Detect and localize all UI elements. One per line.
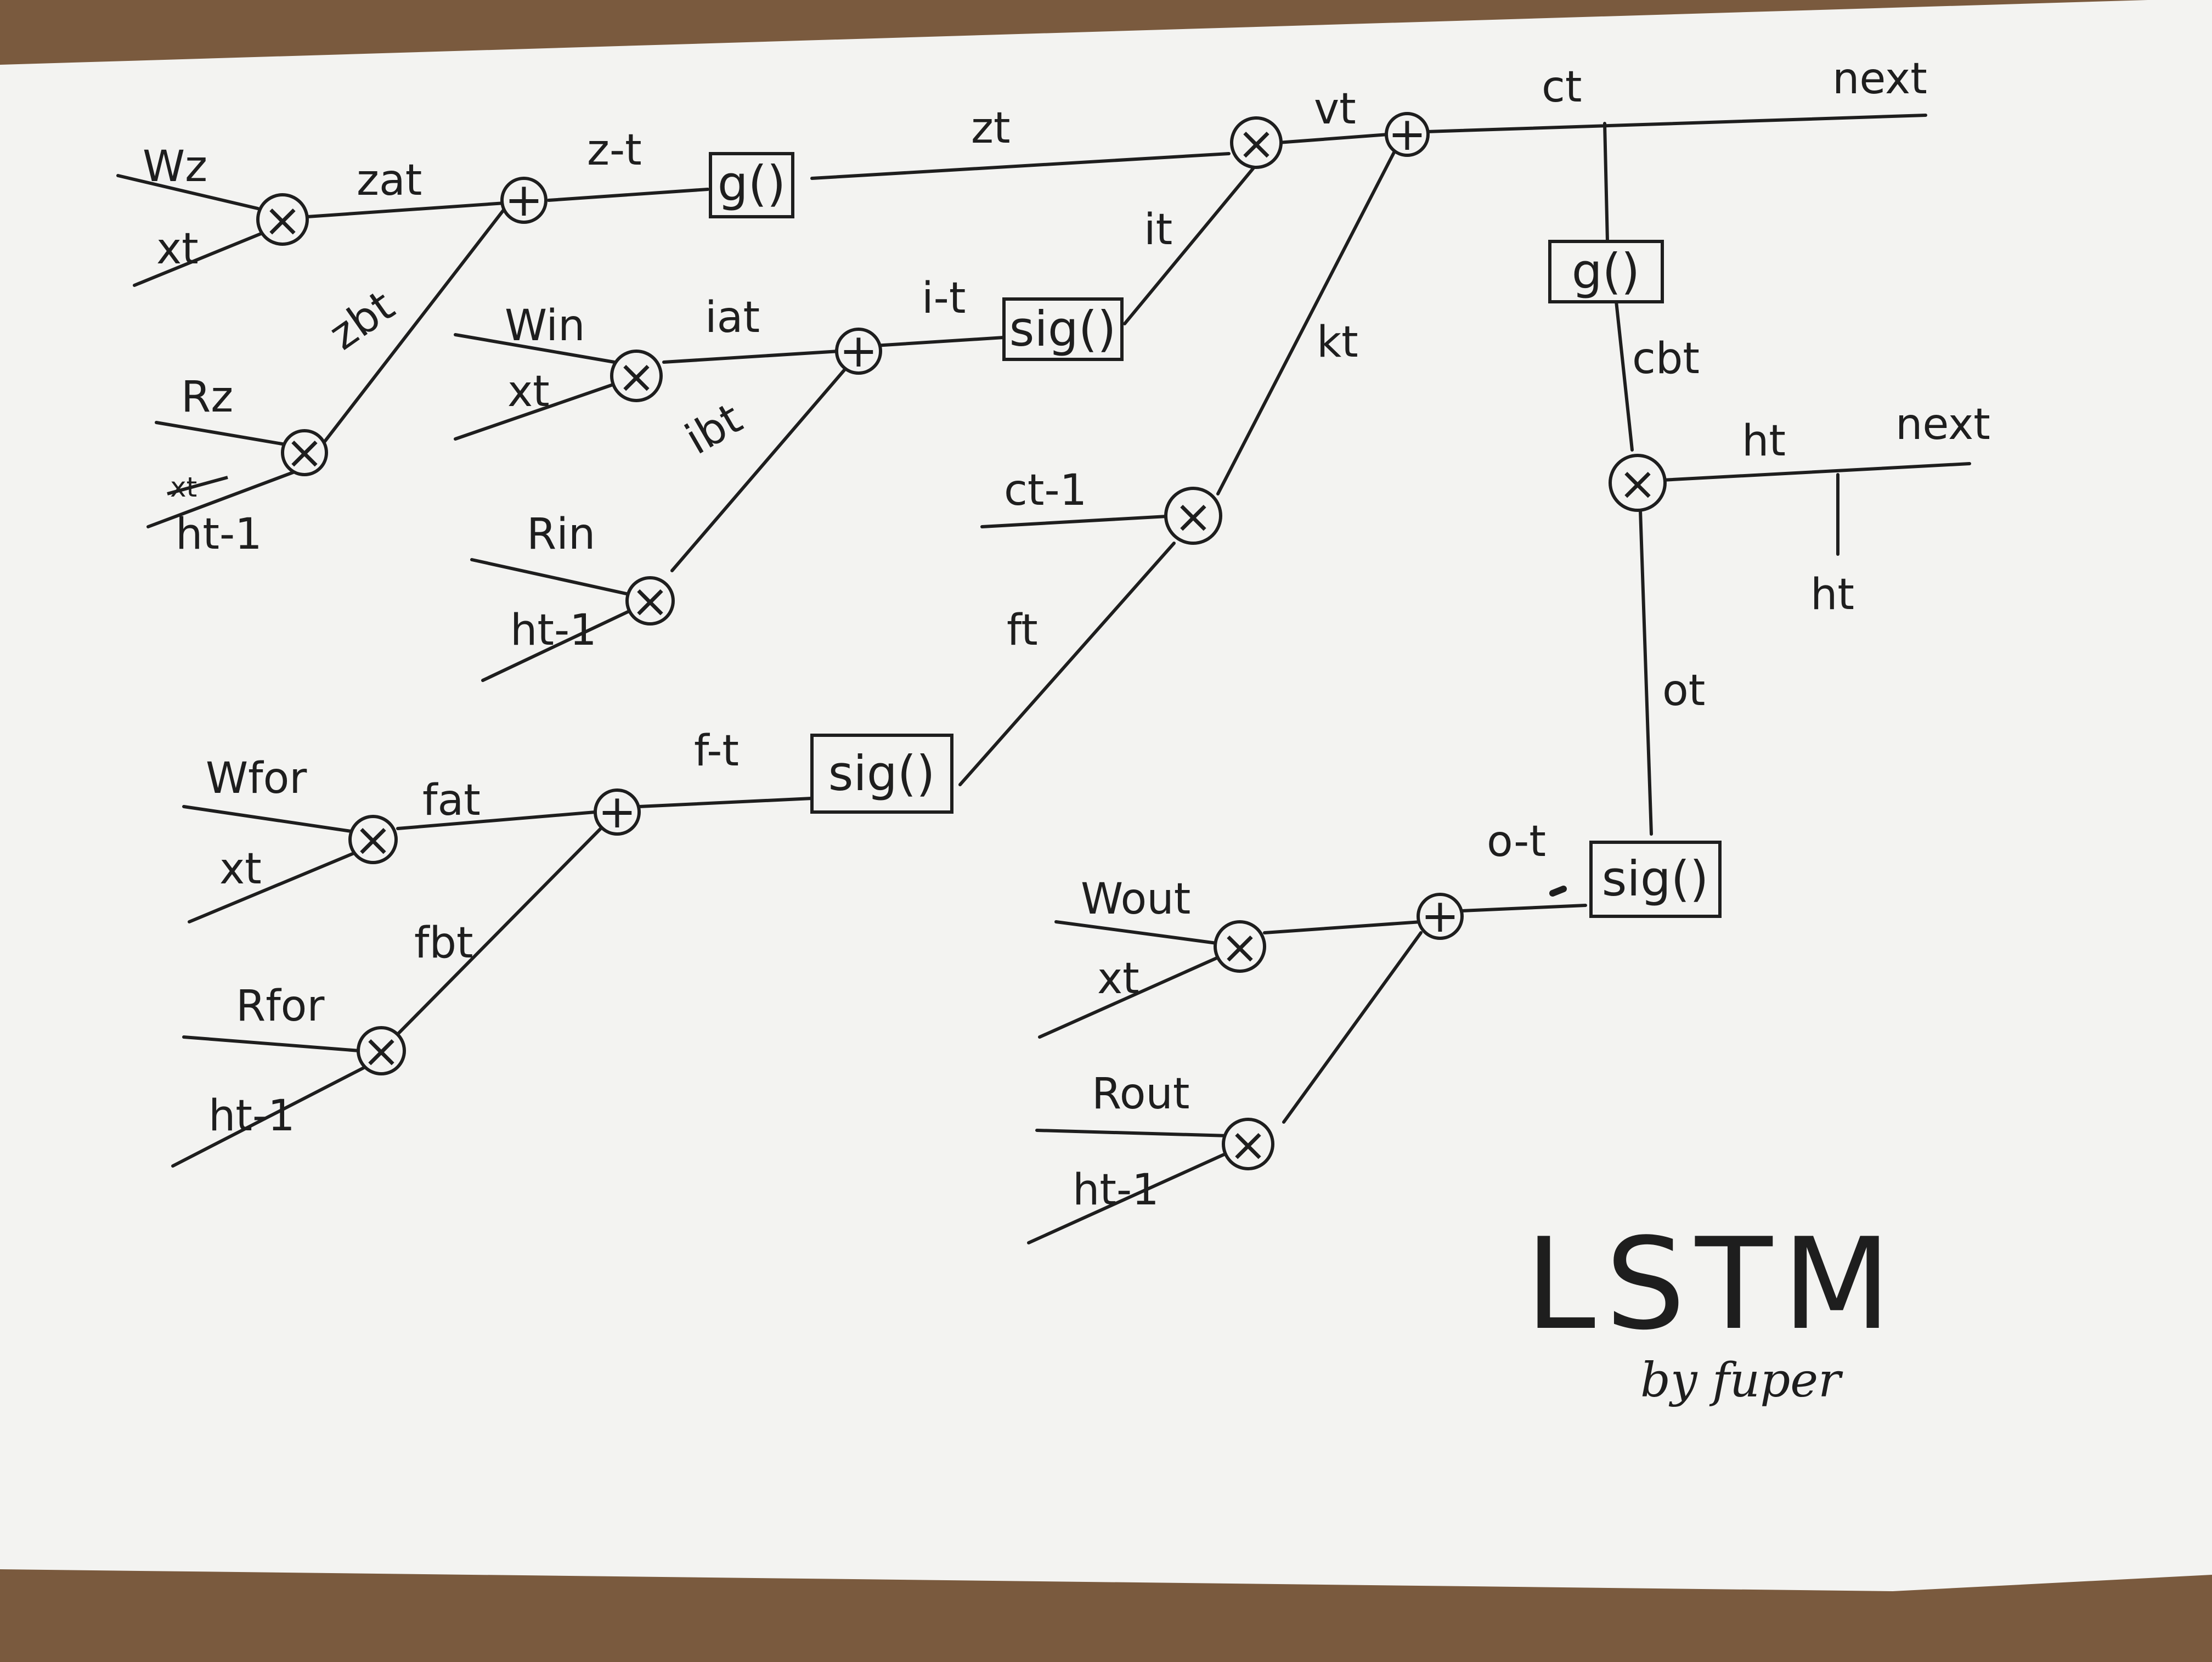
label-i-tilde: i-t — [922, 274, 966, 323]
paper-sheet — [0, 0, 2212, 1591]
label-rin: Rin — [527, 510, 595, 559]
label-fbt: fbt — [414, 919, 473, 968]
label-fat: fat — [422, 776, 481, 825]
label-win: Win — [505, 301, 585, 351]
multiply-node-for-h: × — [357, 1024, 406, 1078]
label-kt: kt — [1317, 318, 1358, 367]
svg-text:g(): g() — [1572, 243, 1640, 300]
svg-text:×: × — [285, 425, 324, 479]
label-o-tilde: o-t — [1487, 817, 1546, 866]
multiply-node-z-x: × — [256, 193, 309, 247]
svg-text:+: + — [505, 173, 543, 227]
svg-text:sig(): sig() — [1602, 850, 1709, 907]
svg-text:sig(): sig() — [828, 745, 935, 802]
label-ot: ot — [1662, 666, 1705, 715]
diagram-title: LSTM — [1525, 1212, 1901, 1358]
add-node-for: + — [594, 785, 641, 838]
activation-box-z: g() — [709, 152, 794, 218]
label-wout: Wout — [1081, 875, 1190, 924]
label-zt: zt — [971, 104, 1011, 153]
label-xt-for: xt — [219, 844, 262, 894]
svg-text:+: + — [598, 785, 636, 838]
svg-text:+: + — [1421, 889, 1459, 943]
label-next-hidden: next — [1895, 400, 1990, 449]
svg-text:+: + — [1388, 107, 1426, 161]
label-ht-out: ht — [1810, 570, 1854, 619]
multiply-node-z-h: × — [281, 425, 328, 479]
label-ft: ft — [1007, 606, 1038, 655]
add-node-in: + — [835, 324, 882, 378]
label-ht-1-in: ht-1 — [510, 606, 597, 655]
svg-text:×: × — [617, 350, 656, 403]
multiply-node-out-x: × — [1214, 920, 1266, 974]
label-z-tilde: z-t — [587, 126, 642, 175]
activation-box-cell: g() — [1548, 240, 1664, 303]
label-xt-in: xt — [507, 367, 550, 416]
svg-text:×: × — [1618, 457, 1657, 510]
label-it: it — [1144, 205, 1172, 255]
label-xt-out: xt — [1097, 954, 1139, 1004]
svg-text:g(): g() — [718, 155, 786, 212]
svg-text:×: × — [1221, 920, 1259, 974]
activation-box-forget: sig() — [810, 734, 953, 814]
multiply-node-in-h: × — [625, 574, 675, 628]
label-wfor: Wfor — [206, 754, 307, 803]
svg-text:×: × — [263, 193, 302, 247]
multiply-node-k: × — [1164, 487, 1222, 545]
label-ct: ct — [1542, 63, 1582, 112]
label-wz: Wz — [143, 142, 207, 191]
label-vt: vt — [1314, 84, 1356, 134]
activation-box-output: sig() — [1589, 841, 1722, 918]
multiply-node-for-x: × — [348, 813, 398, 866]
add-node-out: + — [1417, 889, 1464, 943]
label-ht-1-out: ht-1 — [1073, 1165, 1159, 1215]
wires — [116, 114, 1971, 1244]
label-ht: ht — [1742, 416, 1786, 466]
label-cbt: cbt — [1632, 334, 1700, 384]
add-node-cell: + — [1385, 107, 1430, 161]
label-rz: Rz — [181, 373, 233, 422]
svg-text:×: × — [1237, 116, 1276, 170]
svg-text:sig(): sig() — [1009, 301, 1116, 357]
label-ht-1-z: ht-1 — [176, 510, 262, 559]
label-next-cell: next — [1832, 54, 1927, 104]
label-rfor: Rfor — [236, 982, 325, 1031]
multiply-node-v: × — [1230, 116, 1283, 170]
label-xt-z: xt — [156, 224, 199, 274]
label-f-tilde: f-t — [694, 726, 739, 776]
label-ct-1: ct-1 — [1004, 466, 1087, 515]
multiply-node-in-x: × — [610, 350, 663, 403]
author-signature: by fuper — [1640, 1353, 1843, 1408]
svg-text:+: + — [839, 324, 878, 378]
activation-box-input: sig() — [1002, 297, 1124, 361]
label-zat: zat — [357, 156, 422, 205]
svg-text:×: × — [631, 574, 669, 628]
label-h-strikethrough: xt — [167, 471, 228, 503]
multiply-node-out-h: × — [1222, 1118, 1274, 1171]
label-rout: Rout — [1092, 1069, 1189, 1119]
add-node-z: + — [500, 173, 548, 227]
svg-text:×: × — [354, 813, 392, 866]
svg-text:×: × — [1229, 1118, 1267, 1171]
multiply-node-h: × — [1609, 454, 1667, 512]
svg-text:×: × — [362, 1024, 400, 1078]
label-iat: iat — [705, 293, 760, 342]
label-ht-1-for: ht-1 — [208, 1091, 295, 1141]
svg-text:×: × — [1174, 489, 1212, 543]
